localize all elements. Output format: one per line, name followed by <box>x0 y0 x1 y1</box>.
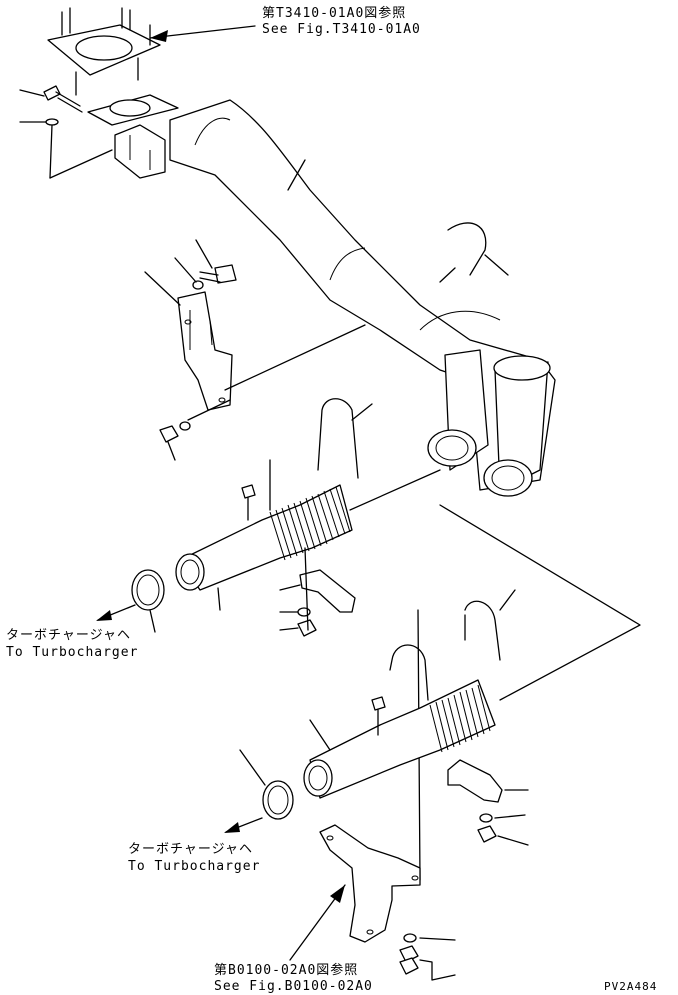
nut-lower-bracket <box>399 945 456 981</box>
upper-air-hose <box>175 484 353 591</box>
u-bolt-lower-left <box>389 644 429 701</box>
small-bolt-lower <box>371 696 386 736</box>
leader-line-support-vertical <box>304 547 309 631</box>
mounting-bracket-left <box>177 291 233 411</box>
arrow-to-turbo-upper <box>96 604 136 621</box>
washer-bracket <box>174 257 204 290</box>
u-bolt-upper <box>439 222 509 283</box>
mounting-bracket-lower <box>319 824 421 943</box>
leader-line-ubolt-lower-right <box>499 589 516 611</box>
pipe-outlet-left <box>427 349 489 471</box>
nut-lower-hose <box>477 825 529 846</box>
washer-upper-left <box>19 118 59 179</box>
turbocharger-label-upper-jp: ターボチャージャヘ <box>6 628 131 643</box>
reference-label-bottom-jp: 第B0100-02A0図参照 <box>214 963 359 978</box>
top-flange-with-studs <box>47 7 161 96</box>
leader-line-support-upper <box>279 584 301 591</box>
turbocharger-label-lower-jp: ターボチャージャヘ <box>128 842 253 857</box>
bolt-bracket <box>195 239 237 284</box>
nut-bracket <box>159 399 231 461</box>
drawing-code-label: PV2A484 <box>604 980 658 993</box>
washer-upper-hose <box>279 607 311 617</box>
leader-line-hose-lower <box>309 719 331 751</box>
support-bracket-upper <box>299 569 356 613</box>
clamp-ring-lower <box>239 749 294 820</box>
leader-line-pipe <box>287 159 306 191</box>
leader-line-elbow-upper <box>217 587 221 611</box>
pointer-arrow-top-ref <box>149 25 256 42</box>
leader-line-bracket-left <box>144 271 181 306</box>
pointer-arrow-bottom-ref <box>289 884 346 961</box>
reference-label-bottom-en: See Fig.B0100-02A0 <box>214 979 373 994</box>
arrow-to-turbo-lower <box>224 817 263 833</box>
u-bolt-lower-right <box>464 600 501 661</box>
small-bolt-upper <box>241 484 256 521</box>
leader-line-bracket-pipe <box>224 324 366 391</box>
lower-air-hose <box>303 679 496 799</box>
pipe-outlet-right <box>483 355 551 497</box>
u-bolt-mid <box>317 398 373 479</box>
reference-label-top-en: See Fig.T3410-01A0 <box>262 22 421 37</box>
leader-line-hose-upper <box>349 469 441 511</box>
washer-lower-hose <box>479 813 526 823</box>
air-intake-pipe <box>169 99 556 491</box>
clamp-ring-upper <box>131 569 165 633</box>
nut-upper-hose <box>279 619 317 637</box>
leader-line-outlet-lower <box>439 504 641 701</box>
support-bracket-lower <box>447 759 529 803</box>
reference-label-top-jp: 第T3410-01A0図参照 <box>262 6 407 21</box>
turbocharger-label-upper-en: To Turbocharger <box>6 645 139 660</box>
washer-lower-bracket <box>403 933 456 943</box>
leader-line-bracket <box>49 149 113 179</box>
flange-gasket <box>87 94 179 126</box>
turbocharger-label-lower-en: To Turbocharger <box>128 859 261 874</box>
bolt-upper-left <box>19 85 83 113</box>
pipe-bracket-top <box>114 124 166 179</box>
